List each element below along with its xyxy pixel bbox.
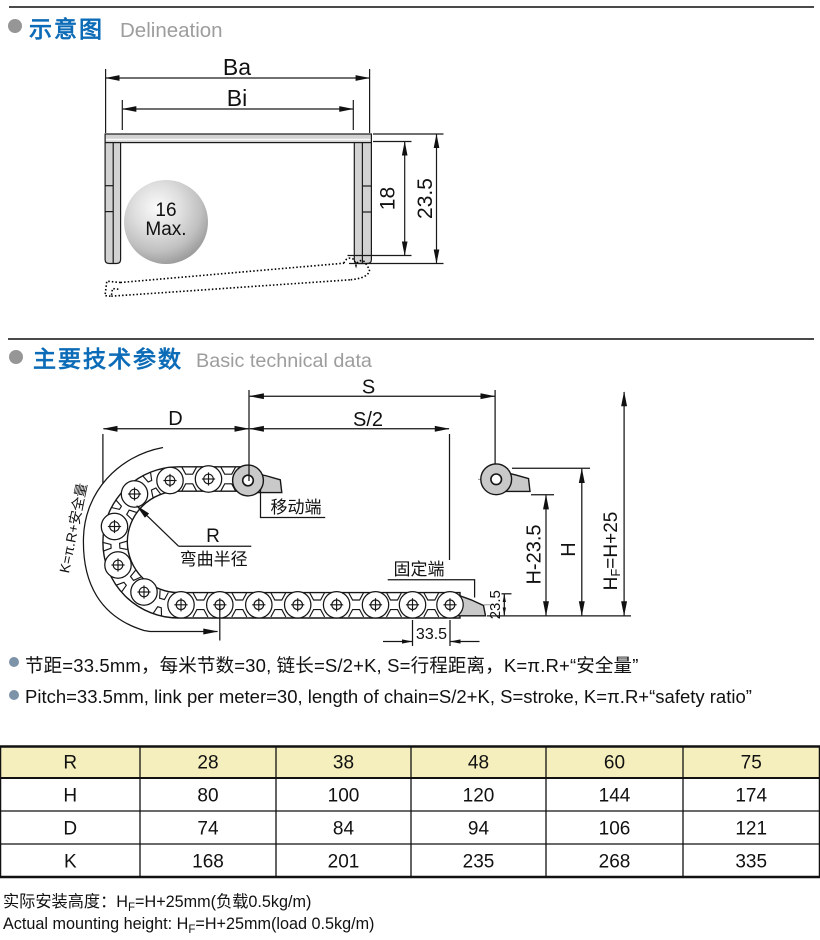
svg-text:23.5: 23.5	[487, 590, 504, 619]
svg-text:弯曲半径: 弯曲半径	[180, 550, 248, 569]
svg-text:168: 168	[192, 851, 224, 872]
svg-text:R: R	[63, 752, 77, 773]
svg-text:174: 174	[735, 785, 767, 806]
svg-text:144: 144	[599, 785, 631, 806]
svg-text:移动端: 移动端	[271, 498, 322, 517]
svg-text:18: 18	[377, 187, 400, 210]
svg-text:H: H	[63, 785, 77, 806]
svg-text:106: 106	[599, 818, 631, 839]
svg-text:S/2: S/2	[353, 409, 383, 431]
svg-text:D: D	[168, 408, 182, 430]
svg-text:75: 75	[741, 752, 762, 773]
svg-text:94: 94	[468, 818, 490, 839]
svg-text:121: 121	[735, 818, 767, 839]
svg-text:74: 74	[197, 818, 219, 839]
svg-text:Bi: Bi	[227, 85, 247, 111]
svg-text:84: 84	[333, 818, 355, 839]
svg-text:33.5: 33.5	[416, 626, 447, 643]
svg-text:48: 48	[468, 752, 489, 773]
svg-text:H-23.5: H-23.5	[524, 524, 546, 584]
svg-text:23.5: 23.5	[414, 178, 437, 219]
svg-text:Ba: Ba	[223, 54, 251, 80]
svg-text:S: S	[362, 377, 375, 399]
svg-text:固定端: 固定端	[394, 560, 445, 579]
svg-text:R: R	[206, 526, 220, 547]
svg-text:H: H	[558, 542, 580, 556]
svg-text:201: 201	[328, 851, 360, 872]
svg-text:K: K	[64, 851, 77, 872]
svg-text:16: 16	[155, 200, 176, 221]
svg-text:28: 28	[197, 752, 218, 773]
svg-text:D: D	[63, 818, 77, 839]
svg-text:80: 80	[197, 785, 218, 806]
svg-text:235: 235	[463, 851, 495, 872]
svg-text:100: 100	[328, 785, 360, 806]
svg-text:Max.: Max.	[145, 219, 186, 240]
svg-text:60: 60	[604, 752, 625, 773]
svg-text:335: 335	[735, 851, 767, 872]
svg-text:38: 38	[333, 752, 354, 773]
svg-text:268: 268	[599, 851, 631, 872]
svg-text:HF=H+25: HF=H+25	[601, 512, 623, 591]
svg-text:120: 120	[463, 785, 495, 806]
